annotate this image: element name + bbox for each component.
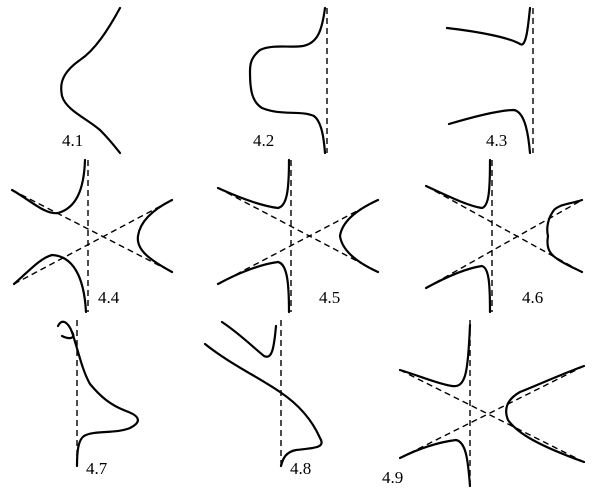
panel-4-2: 4.2 [248, 6, 328, 155]
panel-4-4-curve-lower-left [12, 253, 88, 314]
panel-4-4-curve-upper-left [10, 158, 87, 215]
panel-4-1: 4.1 [60, 6, 122, 155]
panel-4-6-curve-lower-left [424, 264, 492, 314]
panel-4-2-curve-lower [248, 70, 327, 155]
panel-4-8-curve-main [203, 342, 323, 468]
panel-4-9-curve-lower-left [398, 438, 472, 488]
panel-4-2-label: 4.2 [253, 131, 274, 150]
panel-4-5-asymptote-rising [217, 199, 379, 285]
panel-4-5: 4.5 [216, 158, 380, 314]
panel-4-9-label: 4.9 [382, 468, 403, 487]
panel-4-9-curve-right [505, 364, 586, 464]
panel-4-6-curve-upper-left [424, 158, 492, 210]
panel-4-2-curve-upper [248, 6, 327, 74]
panel-4-1-curve [60, 6, 122, 155]
panel-4-5-curve-upper-left [216, 158, 291, 210]
panel-4-5-label: 4.5 [319, 288, 340, 307]
panel-4-5-asymptote-falling [217, 187, 379, 273]
panel-4-3: 4.3 [445, 6, 534, 155]
panel-4-4: 4.4 [10, 158, 174, 314]
panel-4-8-curve-upper [220, 320, 278, 358]
panel-4-7-curve-main [70, 330, 139, 468]
panel-4-1-label: 4.1 [62, 131, 83, 150]
panel-4-4-curve-right [136, 198, 174, 274]
panel-4-3-label: 4.3 [486, 131, 507, 150]
panel-4-4-label: 4.4 [98, 288, 120, 307]
panel-4-7-label: 4.7 [86, 459, 108, 478]
panel-4-5-curve-lower-left [216, 260, 291, 314]
panel-4-7: 4.7 [56, 320, 139, 478]
panel-4-5-curve-right [338, 198, 380, 274]
panel-4-6-label: 4.6 [522, 288, 543, 307]
panel-4-8: 4.8 [203, 320, 323, 478]
panel-4-3-curve-upper [445, 6, 532, 46]
panel-4-8-label: 4.8 [290, 459, 311, 478]
panel-4-9: 4.9 [382, 320, 586, 488]
panel-4-7-curve-loop [56, 320, 75, 340]
panel-4-9-asymptote-rising [399, 365, 585, 459]
panel-4-4-asymptote-rising [13, 199, 173, 285]
panel-4-4-asymptote-falling [11, 189, 173, 273]
panel-4-9-asymptote-falling [399, 369, 585, 463]
panel-4-6-asymptote-rising [425, 199, 583, 289]
panel-4-9-curve-upper-left [398, 323, 472, 388]
panel-4-6-curve-right [546, 198, 584, 274]
panel-4-3-curve-lower [447, 108, 532, 155]
panel-4-6: 4.6 [424, 158, 584, 314]
